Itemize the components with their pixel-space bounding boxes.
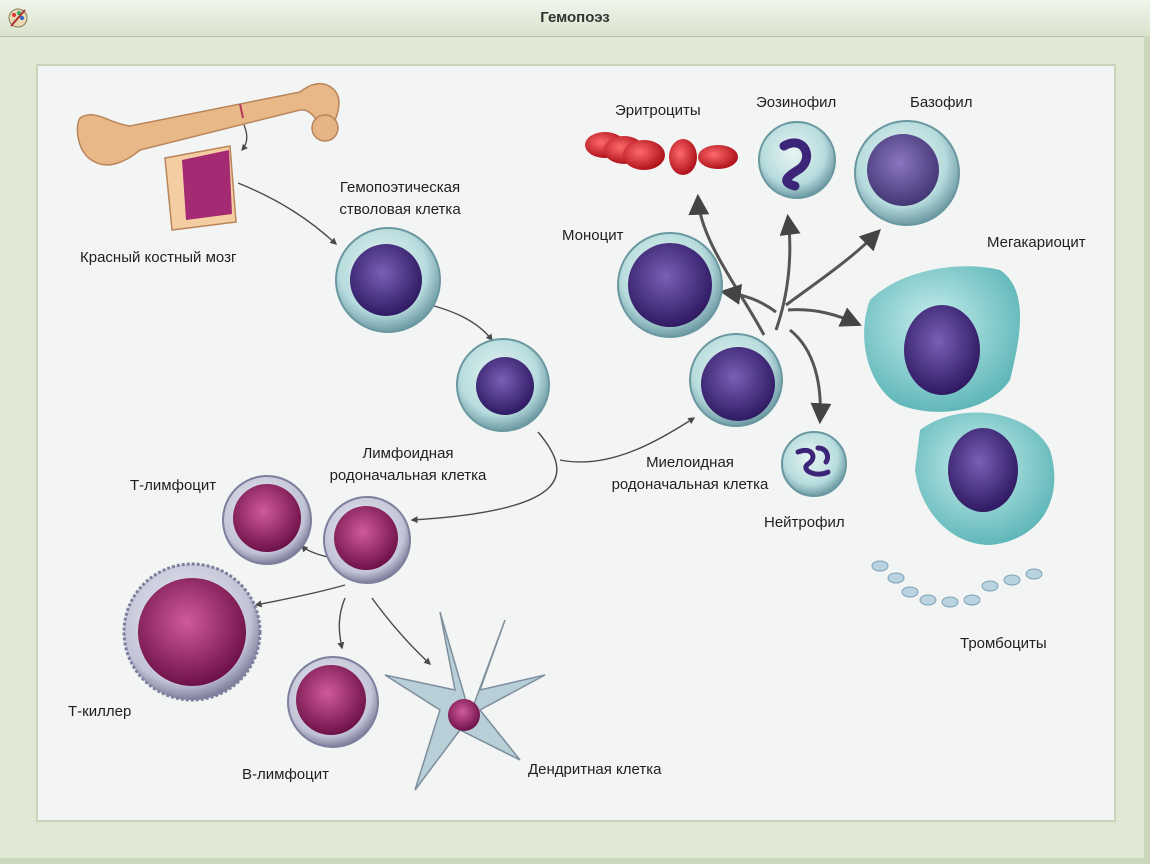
dendritic-cell (384, 611, 546, 791)
label-stem-cell-line2: стволовая клетка (339, 201, 461, 218)
t-killer-cell (122, 562, 262, 702)
arrow-bone-to-marrow (241, 124, 248, 151)
arrow-to-erythrocytes (688, 193, 766, 336)
myeloid-progenitor-cell (689, 333, 783, 427)
bone-marrow-section (164, 145, 237, 231)
palette-icon[interactable] (6, 6, 30, 30)
arrow-to-monocyte (719, 283, 777, 314)
label-lymphoid-line2: родоначальная клетка (330, 467, 487, 484)
t-lymphocyte-cell (222, 475, 312, 565)
label-basophil: Базофил (910, 94, 973, 111)
femur-bone (76, 82, 340, 166)
window-title: Гемопоэз (540, 9, 610, 26)
label-t-killer: Т-киллер (68, 703, 131, 720)
differentiation-arrows (237, 182, 696, 665)
progenitor-cell (456, 338, 550, 432)
title-bar: Гемопоэз (0, 0, 1150, 37)
label-bone-marrow: Красный костный мозг (80, 249, 237, 266)
arrow-to-myeloid (559, 417, 696, 463)
eosinophil-cell (758, 121, 836, 199)
myeloid-branch-arrows (688, 193, 881, 425)
arrow-to-t-killer (254, 584, 346, 608)
arrow-to-dendritic (371, 597, 432, 665)
arrow-to-megakaryocyte (787, 307, 862, 327)
label-b-lymphocyte: В-лимфоцит (242, 766, 329, 783)
arrow-to-b-lymphocyte (337, 597, 346, 650)
neutrophil-cell (781, 431, 847, 497)
arrow-to-neutrophil (789, 328, 832, 425)
monocyte-cell (617, 232, 723, 338)
arrow-to-basophil (785, 229, 881, 307)
label-monocyte: Моноцит (562, 227, 624, 244)
label-megakaryocyte: Мегакариоцит (987, 234, 1086, 251)
b-lymphocyte-cell (287, 656, 379, 748)
label-myeloid-line2: родоначальная клетка (612, 476, 769, 493)
platelets-group (871, 560, 1043, 608)
label-t-lymphocyte: Т-лимфоцит (130, 477, 216, 494)
label-dendritic-cell: Дендритная клетка (528, 761, 662, 778)
lymphoid-progenitor-cell (323, 496, 411, 584)
label-erythrocytes: Эритроциты (615, 102, 701, 119)
megakaryocyte-cell (864, 266, 1055, 545)
arrow-to-eosinophil (774, 213, 801, 331)
label-eosinophil: Эозинофил (756, 94, 836, 111)
stem-cell (335, 227, 441, 333)
window-border-right (1144, 36, 1150, 864)
label-stem-cell-line1: Гемопоэтическая (340, 179, 460, 196)
label-lymphoid-line1: Лимфоидная (362, 445, 453, 462)
arrow-marrow-to-stem (237, 182, 338, 245)
label-neutrophil: Нейтрофил (764, 514, 845, 531)
basophil-cell (854, 120, 960, 226)
arrow-to-lymphoid (410, 431, 558, 524)
label-myeloid-line1: Миелоидная (646, 454, 734, 471)
erythrocytes-group (585, 132, 738, 175)
window-border-bottom (0, 858, 1150, 864)
label-platelets: Тромбоциты (960, 635, 1047, 652)
